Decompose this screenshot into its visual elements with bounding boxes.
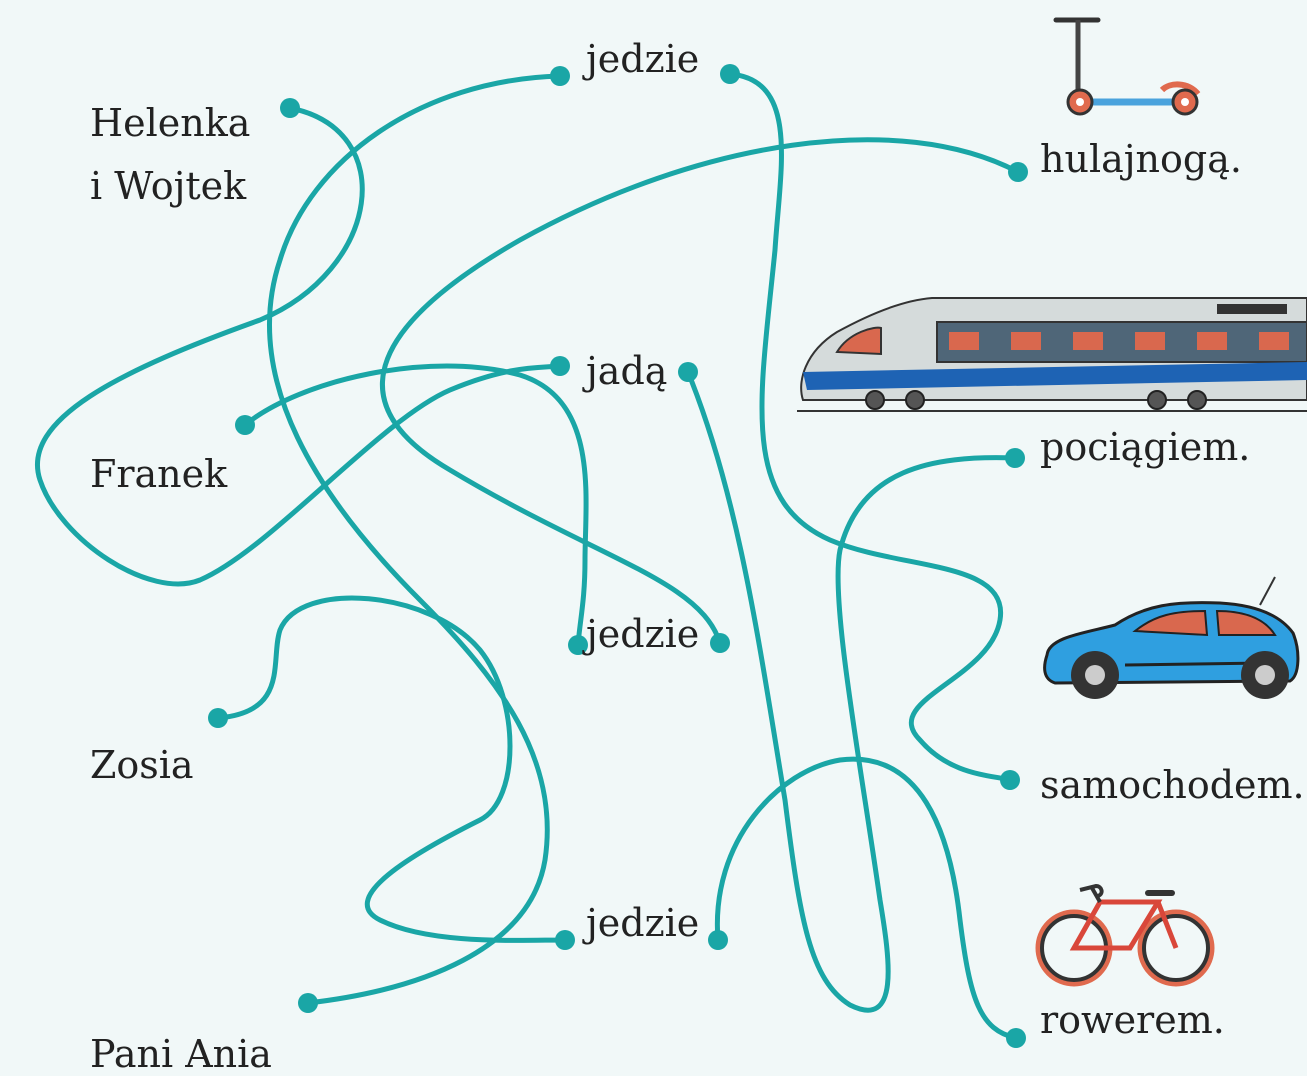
connector-line-1: [35, 105, 563, 587]
verb-jedzie-2: jedzie: [586, 612, 700, 656]
dot-verb2-left[interactable]: [550, 356, 570, 376]
dot-verb3-right[interactable]: [710, 633, 730, 653]
dot-helenka[interactable]: [280, 98, 300, 118]
dot-train[interactable]: [1005, 448, 1025, 468]
dot-car[interactable]: [1000, 770, 1020, 790]
car-icon: [1043, 576, 1300, 699]
dot-verb2-right[interactable]: [678, 362, 698, 382]
connector-line-6: [685, 369, 1018, 1013]
dot-verb3-left[interactable]: [568, 635, 588, 655]
vehicle-rower: rowerem.: [1040, 998, 1225, 1042]
dot-verb4-right[interactable]: [708, 930, 728, 950]
dot-verb1-right[interactable]: [720, 64, 740, 84]
subject-zosia: Zosia: [90, 743, 194, 787]
subject-franek: Franek: [90, 452, 228, 496]
connector-line-7: [215, 595, 568, 943]
scooter-icon: [1053, 17, 1201, 116]
connector-line-3: [242, 363, 589, 648]
dot-verb4-left[interactable]: [555, 930, 575, 950]
verb-jedzie-3: jedzie: [586, 901, 700, 945]
dot-scooter[interactable]: [1008, 162, 1028, 182]
subject-wojtek: i Wojtek: [90, 164, 247, 208]
vehicle-samochod: samochodem.: [1040, 763, 1305, 807]
connector-line-4: [379, 137, 1021, 646]
verb-jedzie-1: jedzie: [586, 37, 700, 81]
dot-pani-ania[interactable]: [298, 993, 318, 1013]
bicycle-icon: [1035, 883, 1215, 987]
train-icon: [797, 297, 1307, 412]
subject-helenka: Helenka: [90, 101, 251, 145]
vehicle-hulajnoga: hulajnogą.: [1040, 137, 1242, 181]
verb-jada: jadą: [586, 349, 668, 393]
connector-line-2: [267, 73, 563, 1006]
dot-franek[interactable]: [235, 415, 255, 435]
subject-pani-ania: Pani Ania: [90, 1032, 272, 1076]
vehicle-pociag: pociągiem.: [1040, 425, 1251, 469]
dot-zosia[interactable]: [208, 708, 228, 728]
connector-line-5: [727, 71, 1013, 783]
dot-verb1-left[interactable]: [550, 66, 570, 86]
dot-bicycle[interactable]: [1006, 1028, 1026, 1048]
connector-line-8: [714, 756, 1019, 1041]
